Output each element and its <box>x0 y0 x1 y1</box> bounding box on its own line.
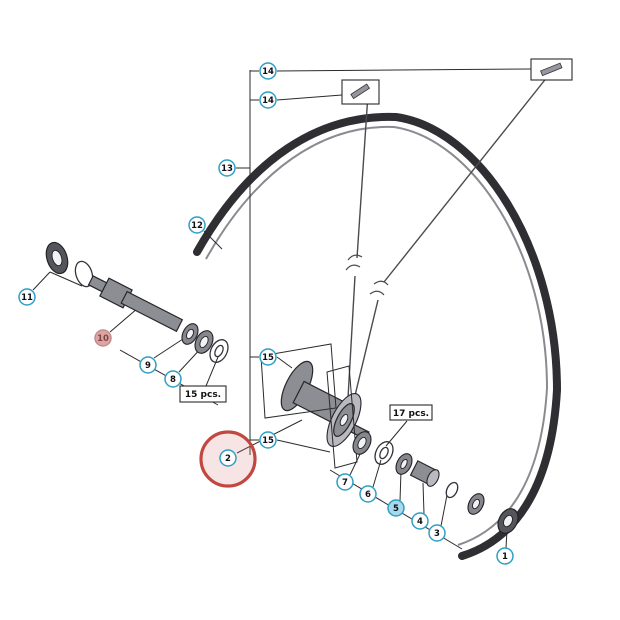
callout-3[interactable]: 3 <box>428 524 446 542</box>
ball-retainer-right <box>374 441 394 465</box>
callout-number: 6 <box>365 490 371 500</box>
callout-2-selected[interactable]: 2 <box>219 449 237 467</box>
callout-number: 11 <box>21 293 33 303</box>
callout-bubble-icon[interactable] <box>188 216 206 234</box>
callout-number: 15 <box>262 353 274 363</box>
callout-bubble-icon[interactable] <box>139 356 157 374</box>
lock-nut <box>409 460 440 487</box>
callout-10[interactable]: 10 <box>94 329 112 347</box>
callout-number: 8 <box>170 375 176 385</box>
callout-bubble-icon[interactable] <box>359 485 377 503</box>
callout-bubble-icon[interactable] <box>259 431 277 449</box>
cone-right <box>395 453 413 475</box>
washer-left <box>181 323 199 345</box>
o-ring <box>74 260 94 288</box>
callout-bubble-icon[interactable] <box>496 547 514 565</box>
nipple-detail-box-near <box>341 79 380 105</box>
callout-11[interactable]: 11 <box>18 288 36 306</box>
callout-12[interactable]: 12 <box>188 216 206 234</box>
callout-4[interactable]: 4 <box>411 512 429 530</box>
callout-number: 4 <box>417 517 423 527</box>
callout-14[interactable]: 14 <box>259 91 277 109</box>
callout-bubble-icon[interactable] <box>387 499 405 517</box>
callout-number: 5 <box>393 504 399 514</box>
end-cap <box>497 508 519 534</box>
cap-nut <box>45 241 69 275</box>
callout-bubble-icon[interactable] <box>336 473 354 491</box>
callout-bubble-icon[interactable] <box>164 370 182 388</box>
callout-6[interactable]: 6 <box>359 485 377 503</box>
callout-bubble-icon[interactable] <box>259 91 277 109</box>
callout-number: 2 <box>225 454 231 464</box>
spoke-group-outline-1 <box>260 343 337 419</box>
callout-number: 15 <box>262 436 274 446</box>
callout-8[interactable]: 8 <box>164 370 182 388</box>
callout-number: 14 <box>262 67 274 77</box>
cone-ring-left <box>194 330 214 354</box>
callout-bubble-icon[interactable] <box>259 62 277 80</box>
callout-7[interactable]: 7 <box>336 473 354 491</box>
callout-number: 10 <box>97 334 109 344</box>
axle <box>87 275 184 333</box>
callout-number: 12 <box>191 221 203 231</box>
label-15pcs-text: 15 pcs. <box>185 390 221 400</box>
seal-ring-end <box>467 493 485 515</box>
callout-number: 13 <box>221 164 233 174</box>
washer-small <box>445 481 459 499</box>
wheel-rim <box>193 112 562 560</box>
callout-bubble-icon[interactable] <box>259 348 277 366</box>
callout-5[interactable]: 5 <box>387 499 405 517</box>
callout-13[interactable]: 13 <box>218 159 236 177</box>
callout-layer: 14 14 13 12 11 10 9 8 15 15 2 7 6 5 4 3 1 <box>18 62 514 565</box>
callout-number: 7 <box>342 478 348 488</box>
callout-bubble-icon[interactable] <box>411 512 429 530</box>
ball-retainer-left <box>209 339 229 363</box>
callout-bubble-icon[interactable] <box>219 449 237 467</box>
callout-number: 1 <box>502 552 508 562</box>
spokes <box>345 75 549 409</box>
nipple-detail-box-far <box>530 58 573 81</box>
callout-bubble-icon[interactable] <box>18 288 36 306</box>
callout-number: 9 <box>145 361 151 371</box>
label-17pcs-text: 17 pcs. <box>393 409 429 419</box>
callout-1[interactable]: 1 <box>496 547 514 565</box>
callout-15[interactable]: 15 <box>259 348 277 366</box>
callout-bubble-icon[interactable] <box>94 329 112 347</box>
callout-14[interactable]: 14 <box>259 62 277 80</box>
callout-bubble-icon[interactable] <box>218 159 236 177</box>
callout-number: 14 <box>262 96 274 106</box>
callout-9[interactable]: 9 <box>139 356 157 374</box>
callout-number: 3 <box>434 529 440 539</box>
spoke-group-outline-2 <box>326 365 358 469</box>
label-15pcs: 15 pcs. <box>179 385 227 403</box>
callout-bubble-icon[interactable] <box>428 524 446 542</box>
seal-ring-right <box>352 431 372 455</box>
callout-15[interactable]: 15 <box>259 431 277 449</box>
label-17pcs: 17 pcs. <box>389 404 433 421</box>
